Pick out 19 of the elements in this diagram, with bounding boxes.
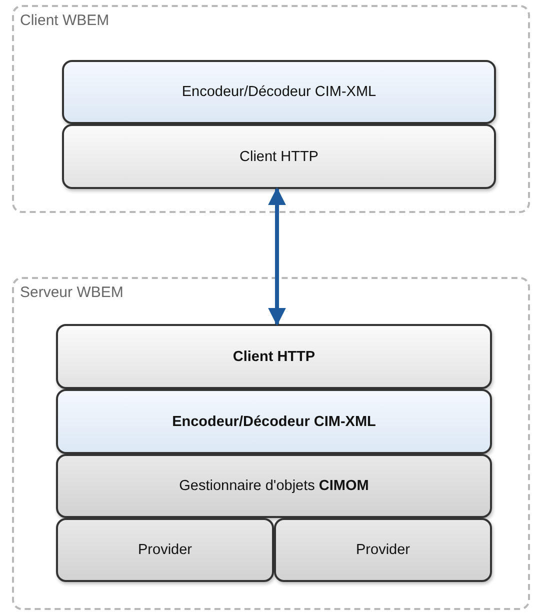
layer-box xyxy=(274,518,492,582)
layer-box xyxy=(56,324,492,389)
double-arrow xyxy=(268,187,286,326)
box-label: Gestionnaire d'objets CIMOM xyxy=(179,478,369,494)
layer-box xyxy=(62,124,496,189)
box-label: Provider xyxy=(356,542,410,558)
layer-box xyxy=(56,454,492,518)
box-label: Encodeur/Décodeur CIM-XML xyxy=(182,84,376,100)
dashed-group-frame xyxy=(12,5,530,213)
layer-box xyxy=(56,389,492,454)
box-label: Client HTTP xyxy=(232,348,316,364)
layer-box xyxy=(56,518,274,582)
group-label: Client WBEM xyxy=(20,12,110,29)
group-label: Serveur WBEM xyxy=(20,284,124,301)
box-label: Encodeur/Décodeur CIM-XML xyxy=(172,414,376,430)
layer-box xyxy=(62,60,496,124)
box-label: Provider xyxy=(138,542,192,558)
dashed-group-frame xyxy=(12,277,530,610)
box-label: Client HTTP xyxy=(240,148,318,164)
